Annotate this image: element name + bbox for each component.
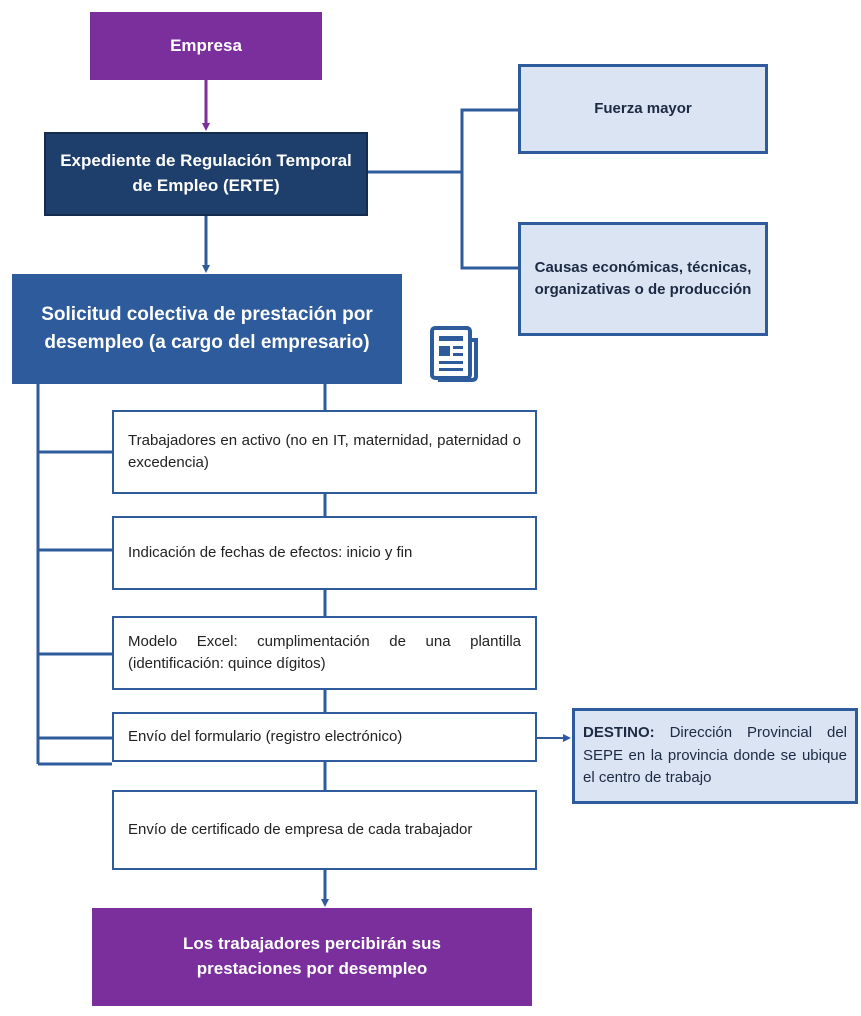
step-envio-certificado-label: Envío de certificado de empresa de cada … [128,821,473,839]
step-modelo-label: Modelo Excel: cumplimentación de una pla… [128,633,521,672]
bracket-fuerza-mayor [460,108,518,270]
node-resultado: Los trabajadores percibirán sus prestaci… [92,908,532,1006]
step-fechas-label: Indicación de fechas de efectos: inicio … [128,544,413,562]
document-icon [430,326,480,382]
step-envio-formulario: Envío del formulario (registro electróni… [112,712,537,762]
node-resultado-label: Los trabajadores percibirán sus prestaci… [183,934,441,978]
node-empresa-label: Empresa [170,35,242,55]
node-erte-label: Expediente de Regulación Temporal de Emp… [60,151,352,195]
step-envio-formulario-label: Envío del formulario (registro electróni… [128,728,403,746]
step-trabajadores-label: Trabajadores en activo (no en IT, matern… [128,432,521,471]
node-solicitud-label: Solicitud colectiva de prestación por de… [41,304,373,353]
node-causas: Causas económicas, técnicas, organizativ… [518,222,768,336]
node-destino: DESTINO: Dirección Provincial del SEPE e… [572,708,858,804]
step-trabajadores: Trabajadores en activo (no en IT, matern… [112,410,537,494]
node-causas-label: Causas económicas, técnicas, organizativ… [534,259,752,298]
step-envio-certificado: Envío de certificado de empresa de cada … [112,790,537,870]
node-fuerza-mayor-label: Fuerza mayor [594,100,692,118]
node-erte: Expediente de Regulación Temporal de Emp… [44,132,368,216]
node-destino-text: Dirección Provincial del SEPE en la prov… [583,724,847,787]
node-fuerza-mayor: Fuerza mayor [518,64,768,154]
node-empresa: Empresa [90,12,322,80]
node-solicitud: Solicitud colectiva de prestación por de… [12,274,402,384]
node-destino-label: DESTINO: [583,724,655,742]
step-fechas: Indicación de fechas de efectos: inicio … [112,516,537,590]
step-modelo: Modelo Excel: cumplimentación de una pla… [112,616,537,690]
node-destino-text-wrap: DESTINO: Dirección Provincial del SEPE e… [583,722,847,790]
